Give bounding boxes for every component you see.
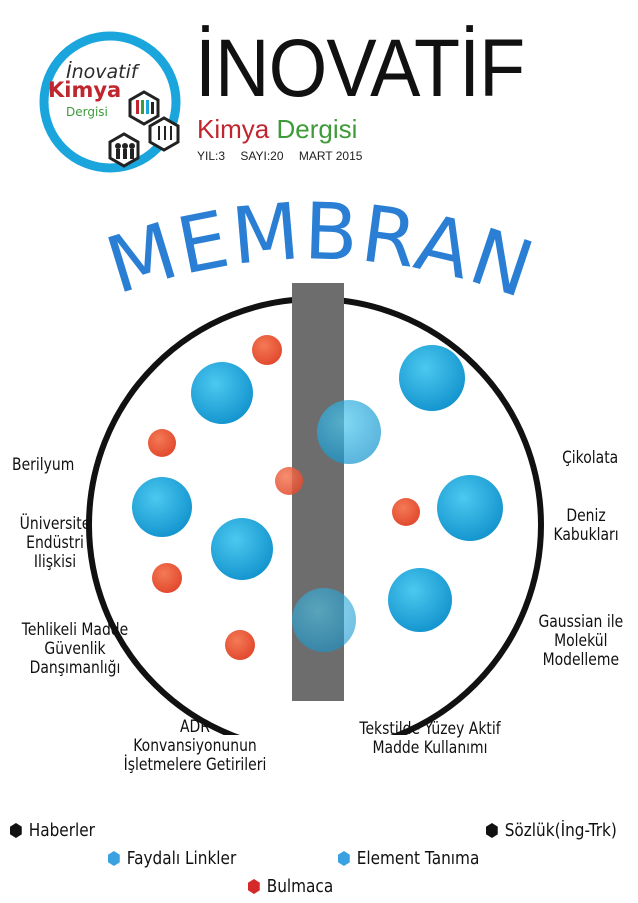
hexagon-bullet-icon <box>108 851 120 866</box>
membrane-illustration: MEMBRAN <box>86 195 544 735</box>
topic-cikolata[interactable]: Çikolata <box>555 449 625 468</box>
topic-tekstil-line1: Tekstilde Yüzey Aktif <box>359 719 501 739</box>
magazine-title: İNOVATİF <box>195 23 525 114</box>
topic-adr-line2: Konvansiyonunun <box>133 736 257 756</box>
topic-universite-line3: Ilişkisi <box>33 552 77 572</box>
topic-berilyum-label: Berilyum <box>12 455 75 475</box>
section-faydali[interactable]: Faydalı Linkler <box>108 848 236 869</box>
topic-tehlikeli-line2: Güvenlik <box>44 639 106 659</box>
topic-gaussian[interactable]: Gaussian ile Molekül Modelleme <box>532 613 630 670</box>
magazine-subtitle: Kimya Dergisi <box>197 116 357 142</box>
section-sozluk-label: Sözlük(İng-Trk) <box>504 820 617 841</box>
topic-tehlikeli[interactable]: Tehlikeli Madde Güvenlik Danşımanlığı <box>14 621 137 678</box>
topic-adr-line3: İşletmelere Getirileri <box>123 755 267 775</box>
hexagon-bullet-icon <box>248 879 260 894</box>
topic-deniz-line1: Deniz <box>566 506 606 526</box>
section-haberler-label: Haberler <box>28 820 95 841</box>
logo-icons <box>115 100 172 159</box>
topic-universite[interactable]: Üniversite Endüstri Ilişkisi <box>10 515 100 572</box>
topic-universite-line2: Endüstri <box>26 533 84 553</box>
section-bulmaca[interactable]: Bulmaca <box>248 876 333 897</box>
issue-number: SAYI:20 <box>240 149 284 163</box>
topic-universite-line1: Üniversite <box>19 514 91 534</box>
hexagon-bullet-icon <box>486 823 498 838</box>
topic-cikolata-label: Çikolata <box>562 448 619 468</box>
topic-tehlikeli-line3: Danşımanlığı <box>29 658 121 678</box>
topic-berilyum[interactable]: Berilyum <box>12 456 74 475</box>
orange-spheres <box>148 335 420 660</box>
section-sozluk[interactable]: Sözlük(İng-Trk) <box>486 820 617 841</box>
topic-gaussian-line1: Gaussian ile <box>538 612 624 632</box>
section-element[interactable]: Element Tanıma <box>338 848 479 869</box>
topic-tehlikeli-line1: Tehlikeli Madde <box>21 620 129 640</box>
hexagon-bullet-icon <box>10 823 22 838</box>
section-element-label: Element Tanıma <box>356 848 480 869</box>
logo-line3: Dergisi <box>66 105 108 119</box>
blue-spheres <box>132 345 503 652</box>
issue-year: YIL:3 <box>197 149 226 163</box>
section-faydali-label: Faydalı Linkler <box>126 848 237 869</box>
section-bulmaca-label: Bulmaca <box>266 876 334 897</box>
logo-line1: İnovatif <box>66 60 141 83</box>
topic-adr[interactable]: ADR Konvansiyonunun İşletmelere Getirile… <box>109 718 281 775</box>
topic-deniz[interactable]: Deniz Kabukları <box>547 507 625 545</box>
subtitle-kimya: Kimya <box>197 114 270 144</box>
topic-gaussian-line2: Molekül <box>554 631 608 651</box>
magazine-logo: İnovatif Kimya Dergisi <box>39 31 181 173</box>
topic-tekstil-line2: Madde Kullanımı <box>372 738 488 758</box>
topic-deniz-line2: Kabukları <box>553 525 619 545</box>
hexagon-bullet-icon <box>338 851 350 866</box>
topic-tekstil[interactable]: Tekstilde Yüzey Aktif Madde Kullanımı <box>348 720 512 758</box>
topic-gaussian-line3: Modelleme <box>542 650 620 670</box>
subtitle-dergisi: Dergisi <box>276 114 358 144</box>
logo-line2: Kimya <box>48 78 121 102</box>
issue-info: YIL:3 SAYI:20 MART 2015 <box>197 150 374 162</box>
section-haberler[interactable]: Haberler <box>10 820 95 841</box>
topic-adr-line1: ADR <box>180 717 210 737</box>
issue-date: MART 2015 <box>298 149 363 163</box>
